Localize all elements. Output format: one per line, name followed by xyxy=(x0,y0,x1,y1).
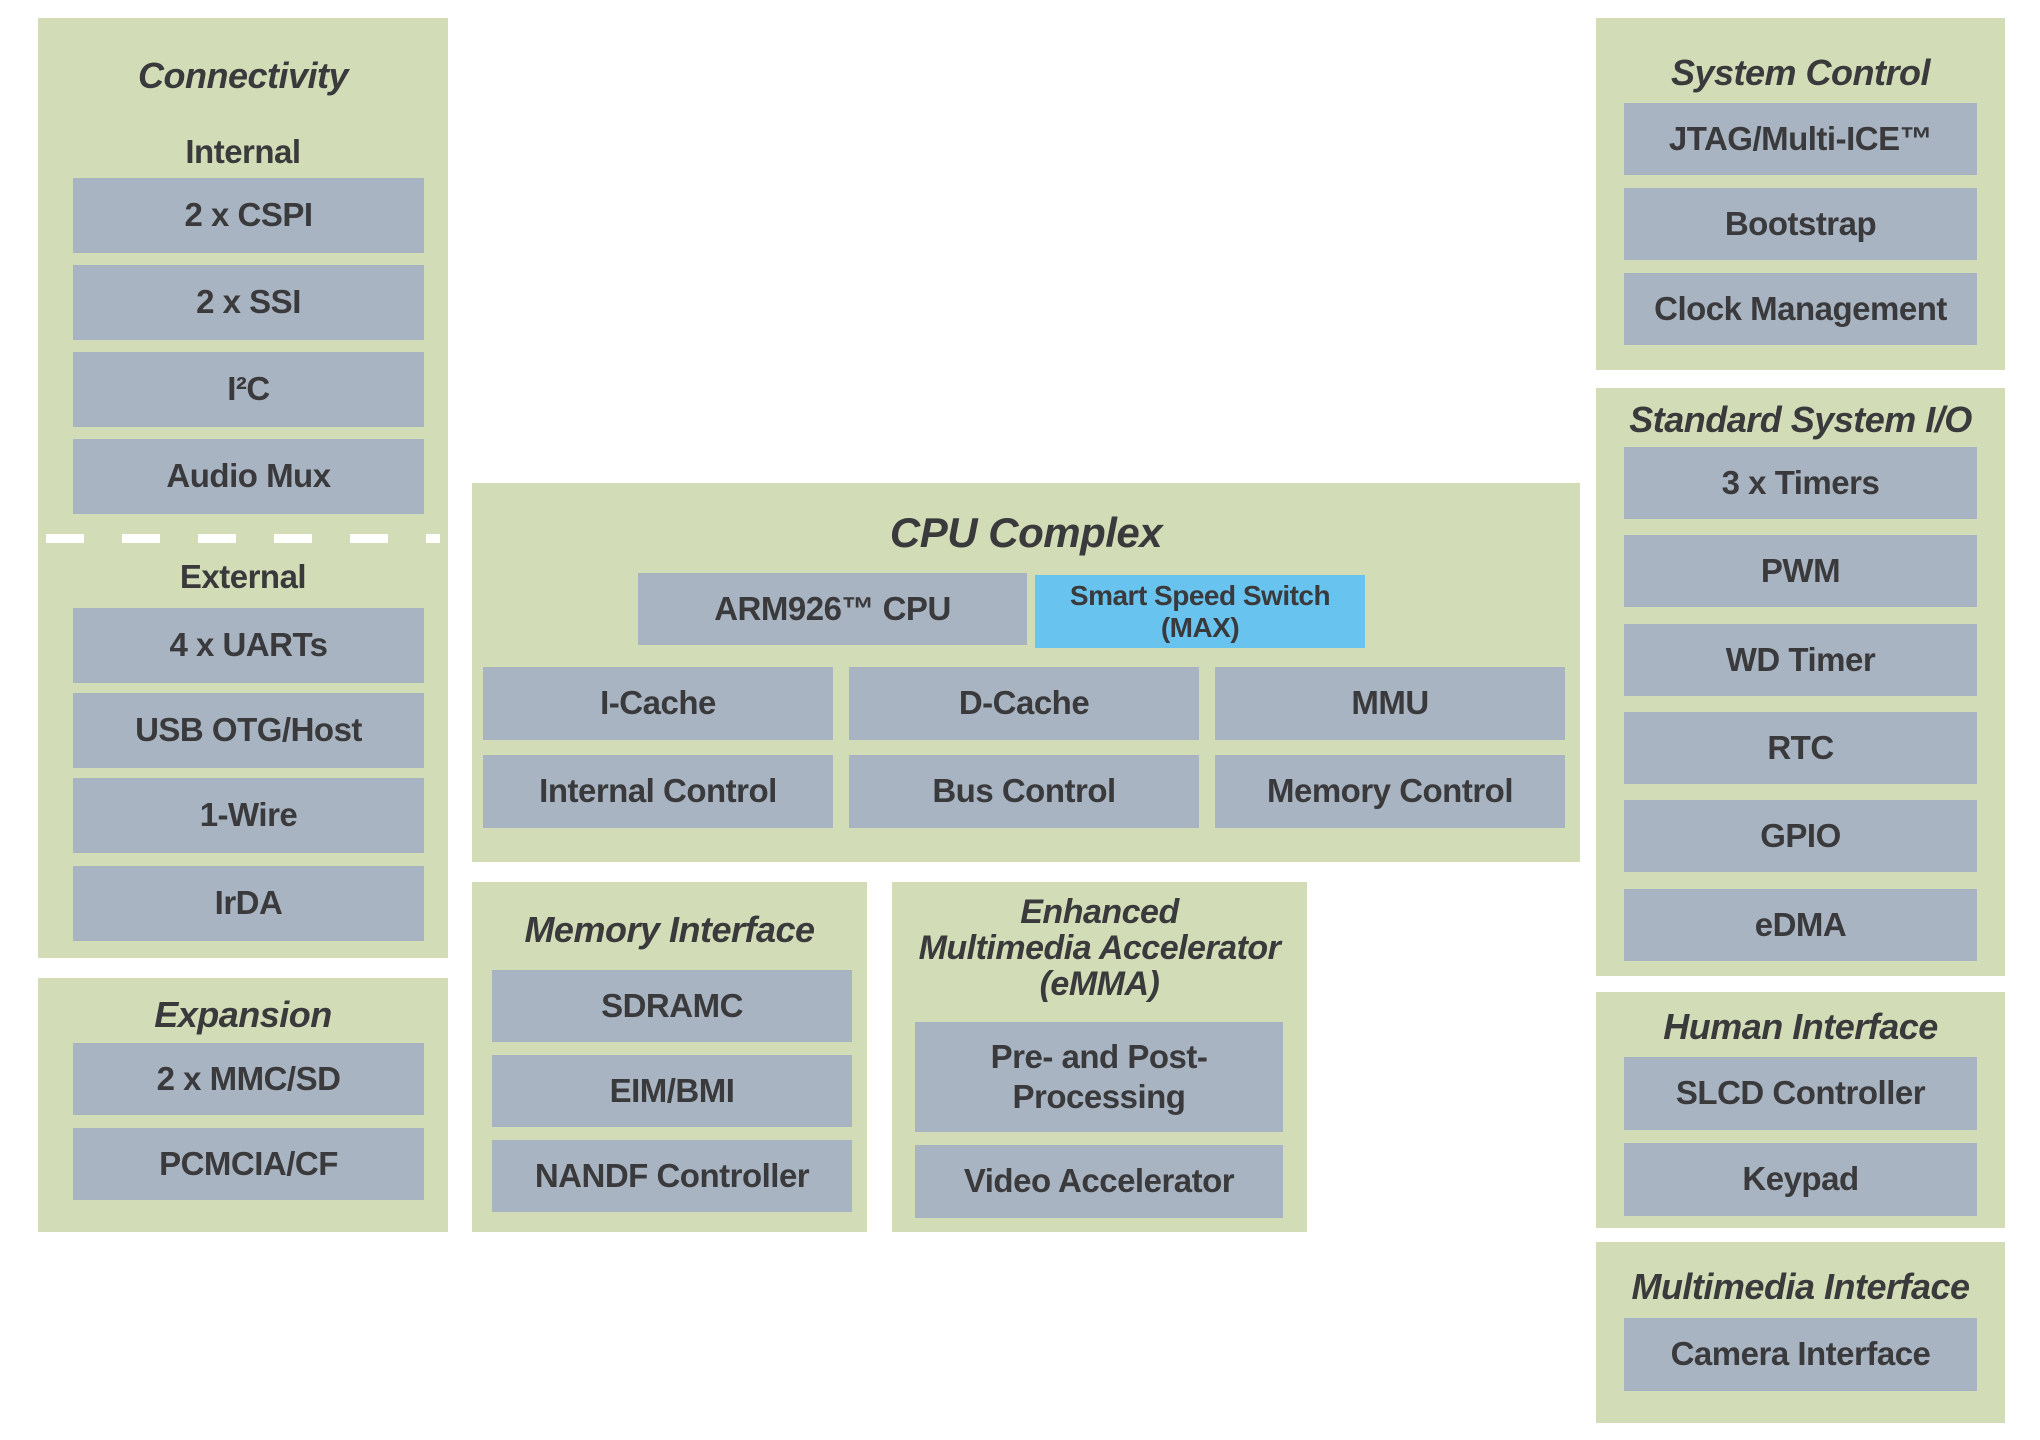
block-2x-cspi: 2 x CSPI xyxy=(73,178,424,253)
block-pre-post-processing: Pre- and Post- Processing xyxy=(915,1022,1283,1132)
connectivity-title: Connectivity xyxy=(137,55,349,96)
block-gpio: GPIO xyxy=(1624,800,1977,872)
expansion-panel: Expansion 2 x MMC/SD PCMCIA/CF xyxy=(38,978,448,1232)
block-keypad: Keypad xyxy=(1624,1143,1977,1216)
block-2x-mmc-sd: 2 x MMC/SD xyxy=(73,1043,424,1115)
block-slcd-controller: SLCD Controller xyxy=(1624,1057,1977,1130)
block-edma: eDMA xyxy=(1624,889,1977,961)
system-control-title: System Control xyxy=(1670,52,1931,93)
block-i-cache: I-Cache xyxy=(483,667,833,740)
standard-system-io-title: Standard System I/O xyxy=(1629,399,1972,440)
block-sdramc: SDRAMC xyxy=(492,970,852,1042)
expansion-title: Expansion xyxy=(154,994,332,1035)
block-mmu: MMU xyxy=(1215,667,1565,740)
multimedia-interface-title: Multimedia Interface xyxy=(1631,1266,1970,1307)
emma-title: Enhanced Multimedia Accelerator (eMMA) xyxy=(918,893,1281,1003)
block-bus-control: Bus Control xyxy=(849,755,1199,828)
block-eim-bmi: EIM/BMI xyxy=(492,1055,852,1127)
block-memory-control: Memory Control xyxy=(1215,755,1565,828)
block-usb-otg-host: USB OTG/Host xyxy=(73,693,424,768)
internal-section-label: Internal xyxy=(185,133,301,170)
block-wd-timer: WD Timer xyxy=(1624,624,1977,696)
cpu-complex-panel: CPU Complex ARM926™ CPU Smart Speed Swit… xyxy=(472,483,1580,862)
external-section-label: External xyxy=(179,558,307,595)
block-smart-speed-switch: Smart Speed Switch (MAX) xyxy=(1035,575,1365,648)
block-1-wire: 1-Wire xyxy=(73,778,424,853)
block-4x-uarts: 4 x UARTs xyxy=(73,608,424,683)
multimedia-interface-panel: Multimedia Interface Camera Interface xyxy=(1596,1242,2005,1423)
cpu-complex-title: CPU Complex xyxy=(889,509,1163,556)
block-d-cache: D-Cache xyxy=(849,667,1199,740)
block-clock-management: Clock Management xyxy=(1624,273,1977,345)
block-internal-control: Internal Control xyxy=(483,755,833,828)
block-camera-interface: Camera Interface xyxy=(1624,1318,1977,1391)
connectivity-panel: Connectivity Internal 2 x CSPI 2 x SSI I… xyxy=(38,18,448,958)
standard-system-io-panel: Standard System I/O 3 x Timers PWM WD Ti… xyxy=(1596,388,2005,976)
human-interface-panel: Human Interface SLCD Controller Keypad xyxy=(1596,992,2005,1228)
block-rtc: RTC xyxy=(1624,712,1977,784)
block-pcmcia-cf: PCMCIA/CF xyxy=(73,1128,424,1200)
internal-external-divider xyxy=(46,534,440,543)
memory-interface-title: Memory Interface xyxy=(524,909,815,950)
block-bootstrap: Bootstrap xyxy=(1624,188,1977,260)
block-pwm: PWM xyxy=(1624,535,1977,607)
block-3x-timers: 3 x Timers xyxy=(1624,447,1977,519)
block-audio-mux: Audio Mux xyxy=(73,439,424,514)
block-irda: IrDA xyxy=(73,866,424,941)
block-i2c: I²C xyxy=(73,352,424,427)
emma-panel: Enhanced Multimedia Accelerator (eMMA) P… xyxy=(892,882,1307,1232)
block-arm926-cpu: ARM926™ CPU xyxy=(638,573,1027,645)
system-control-panel: System Control JTAG/Multi-ICE™ Bootstrap… xyxy=(1596,18,2005,370)
human-interface-title: Human Interface xyxy=(1663,1006,1938,1047)
memory-interface-panel: Memory Interface SDRAMC EIM/BMI NANDF Co… xyxy=(472,882,867,1232)
block-nandf-controller: NANDF Controller xyxy=(492,1140,852,1212)
block-jtag-multi-ice: JTAG/Multi-ICE™ xyxy=(1624,103,1977,175)
block-video-accelerator: Video Accelerator xyxy=(915,1145,1283,1218)
block-2x-ssi: 2 x SSI xyxy=(73,265,424,340)
